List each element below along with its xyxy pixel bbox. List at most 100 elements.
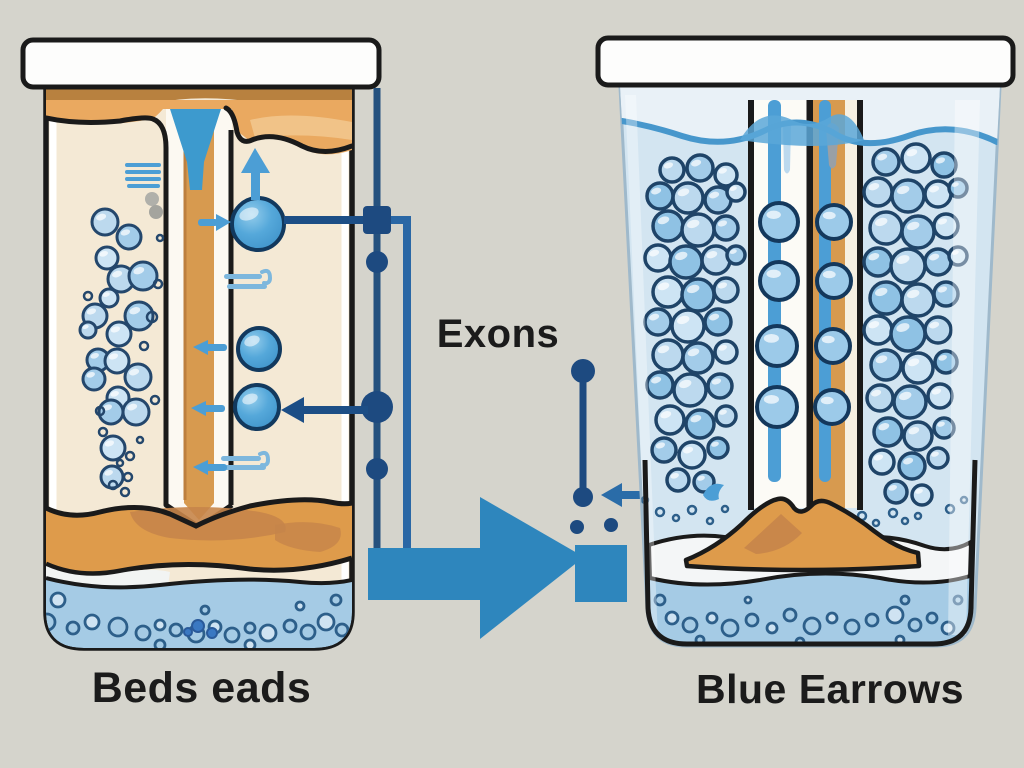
sediment-streak: [250, 115, 352, 140]
bubble: [686, 504, 698, 516]
bubble: [889, 315, 927, 353]
bubble: [90, 207, 120, 237]
bubble: [901, 351, 935, 385]
bubble: [107, 616, 129, 638]
channel-tan-core: [184, 109, 214, 520]
bubble-highlight: [906, 289, 920, 299]
bubble-highlight: [686, 219, 700, 229]
bubble: [713, 339, 739, 365]
right-water-layer: [650, 573, 970, 644]
bubble: [871, 518, 881, 528]
bubble-highlight: [718, 167, 727, 174]
bubble: [952, 594, 964, 606]
bubble-highlight: [877, 153, 888, 161]
bubble: [124, 450, 136, 462]
bubble: [97, 426, 109, 438]
bubble-highlight: [931, 388, 942, 395]
bubble-highlight: [133, 267, 145, 275]
bubble: [923, 315, 953, 345]
bubble: [94, 405, 106, 417]
bead-channel-right: [813, 100, 863, 510]
bubble-highlight: [906, 221, 920, 231]
bubble: [223, 626, 241, 644]
channel-right-shoulder-outline: [223, 105, 352, 154]
bubble: [930, 151, 958, 179]
bead: [758, 201, 800, 243]
bead: [815, 203, 853, 241]
bubble-highlight: [655, 442, 666, 449]
bubble: [700, 244, 732, 276]
bead-channel-left: [748, 100, 814, 510]
bubble: [199, 604, 211, 616]
bubble: [121, 397, 151, 427]
bubble-highlight: [697, 475, 705, 481]
bubble-highlight: [678, 379, 692, 389]
mound-dark-blotch: [744, 514, 802, 554]
bubble-highlight: [878, 423, 890, 431]
bubble: [887, 507, 899, 519]
bubble-highlight: [929, 321, 940, 329]
right-apparatus: [595, 35, 1016, 648]
bubble-highlight: [717, 220, 728, 227]
bubble: [282, 618, 298, 634]
bubble-highlight: [104, 469, 113, 476]
left-sand-dark-blotch2: [275, 522, 341, 552]
bubble-highlight: [938, 354, 947, 361]
bubble: [681, 341, 715, 375]
bubble: [871, 147, 901, 177]
bubble: [868, 448, 896, 476]
bubble: [191, 619, 205, 633]
up-arrow-icon: [241, 148, 270, 200]
bubble-highlight: [711, 441, 719, 447]
bubble: [149, 394, 161, 406]
sphere-highlight: [244, 335, 260, 347]
pointer-dot-top: [571, 359, 595, 383]
bubble: [925, 611, 939, 625]
bubble: [705, 611, 719, 625]
bubble-highlight: [935, 157, 946, 164]
bead: [815, 262, 853, 300]
bubble: [902, 420, 934, 452]
bubble-highlight: [674, 251, 688, 261]
bubble: [677, 440, 707, 470]
bubble-highlight: [108, 353, 119, 360]
bubble: [82, 290, 94, 302]
bubble-highlight: [729, 249, 737, 254]
bubble-highlight: [951, 182, 959, 187]
bubble: [712, 214, 740, 242]
bubble: [868, 280, 904, 316]
bubble-column-right: [862, 142, 969, 507]
connector-node: [366, 251, 388, 273]
bubble: [825, 611, 839, 625]
bubble: [892, 384, 928, 420]
bubble: [907, 617, 923, 633]
bubble: [862, 246, 894, 278]
bubble: [94, 245, 120, 271]
connector-node: [361, 391, 393, 423]
bubble-highlight: [896, 255, 910, 264]
bubble-highlight: [718, 344, 727, 351]
lines-icon: [125, 163, 161, 188]
bead-highlight: [822, 211, 836, 220]
bubble: [651, 209, 685, 243]
bubble-highlight: [709, 191, 720, 199]
bubble: [864, 612, 880, 628]
bubble: [897, 451, 927, 481]
bubble-highlight: [99, 250, 108, 257]
right-sand-mound: [683, 496, 922, 573]
bubble-highlight: [687, 348, 700, 357]
bubble: [258, 623, 278, 643]
bubble-highlight: [96, 213, 107, 221]
bubble-highlight: [871, 389, 882, 397]
bubble-highlight: [86, 308, 97, 315]
bubble: [720, 504, 730, 514]
bubble-highlight: [906, 149, 918, 157]
bubble: [765, 621, 779, 635]
bubble-highlight: [649, 313, 660, 321]
bubble: [684, 408, 716, 440]
bubble-highlight: [929, 185, 940, 193]
bubble: [645, 370, 675, 400]
bubble: [127, 260, 159, 292]
label-bed-beads: Beds eads: [91, 664, 312, 712]
bubble-highlight: [657, 282, 670, 291]
